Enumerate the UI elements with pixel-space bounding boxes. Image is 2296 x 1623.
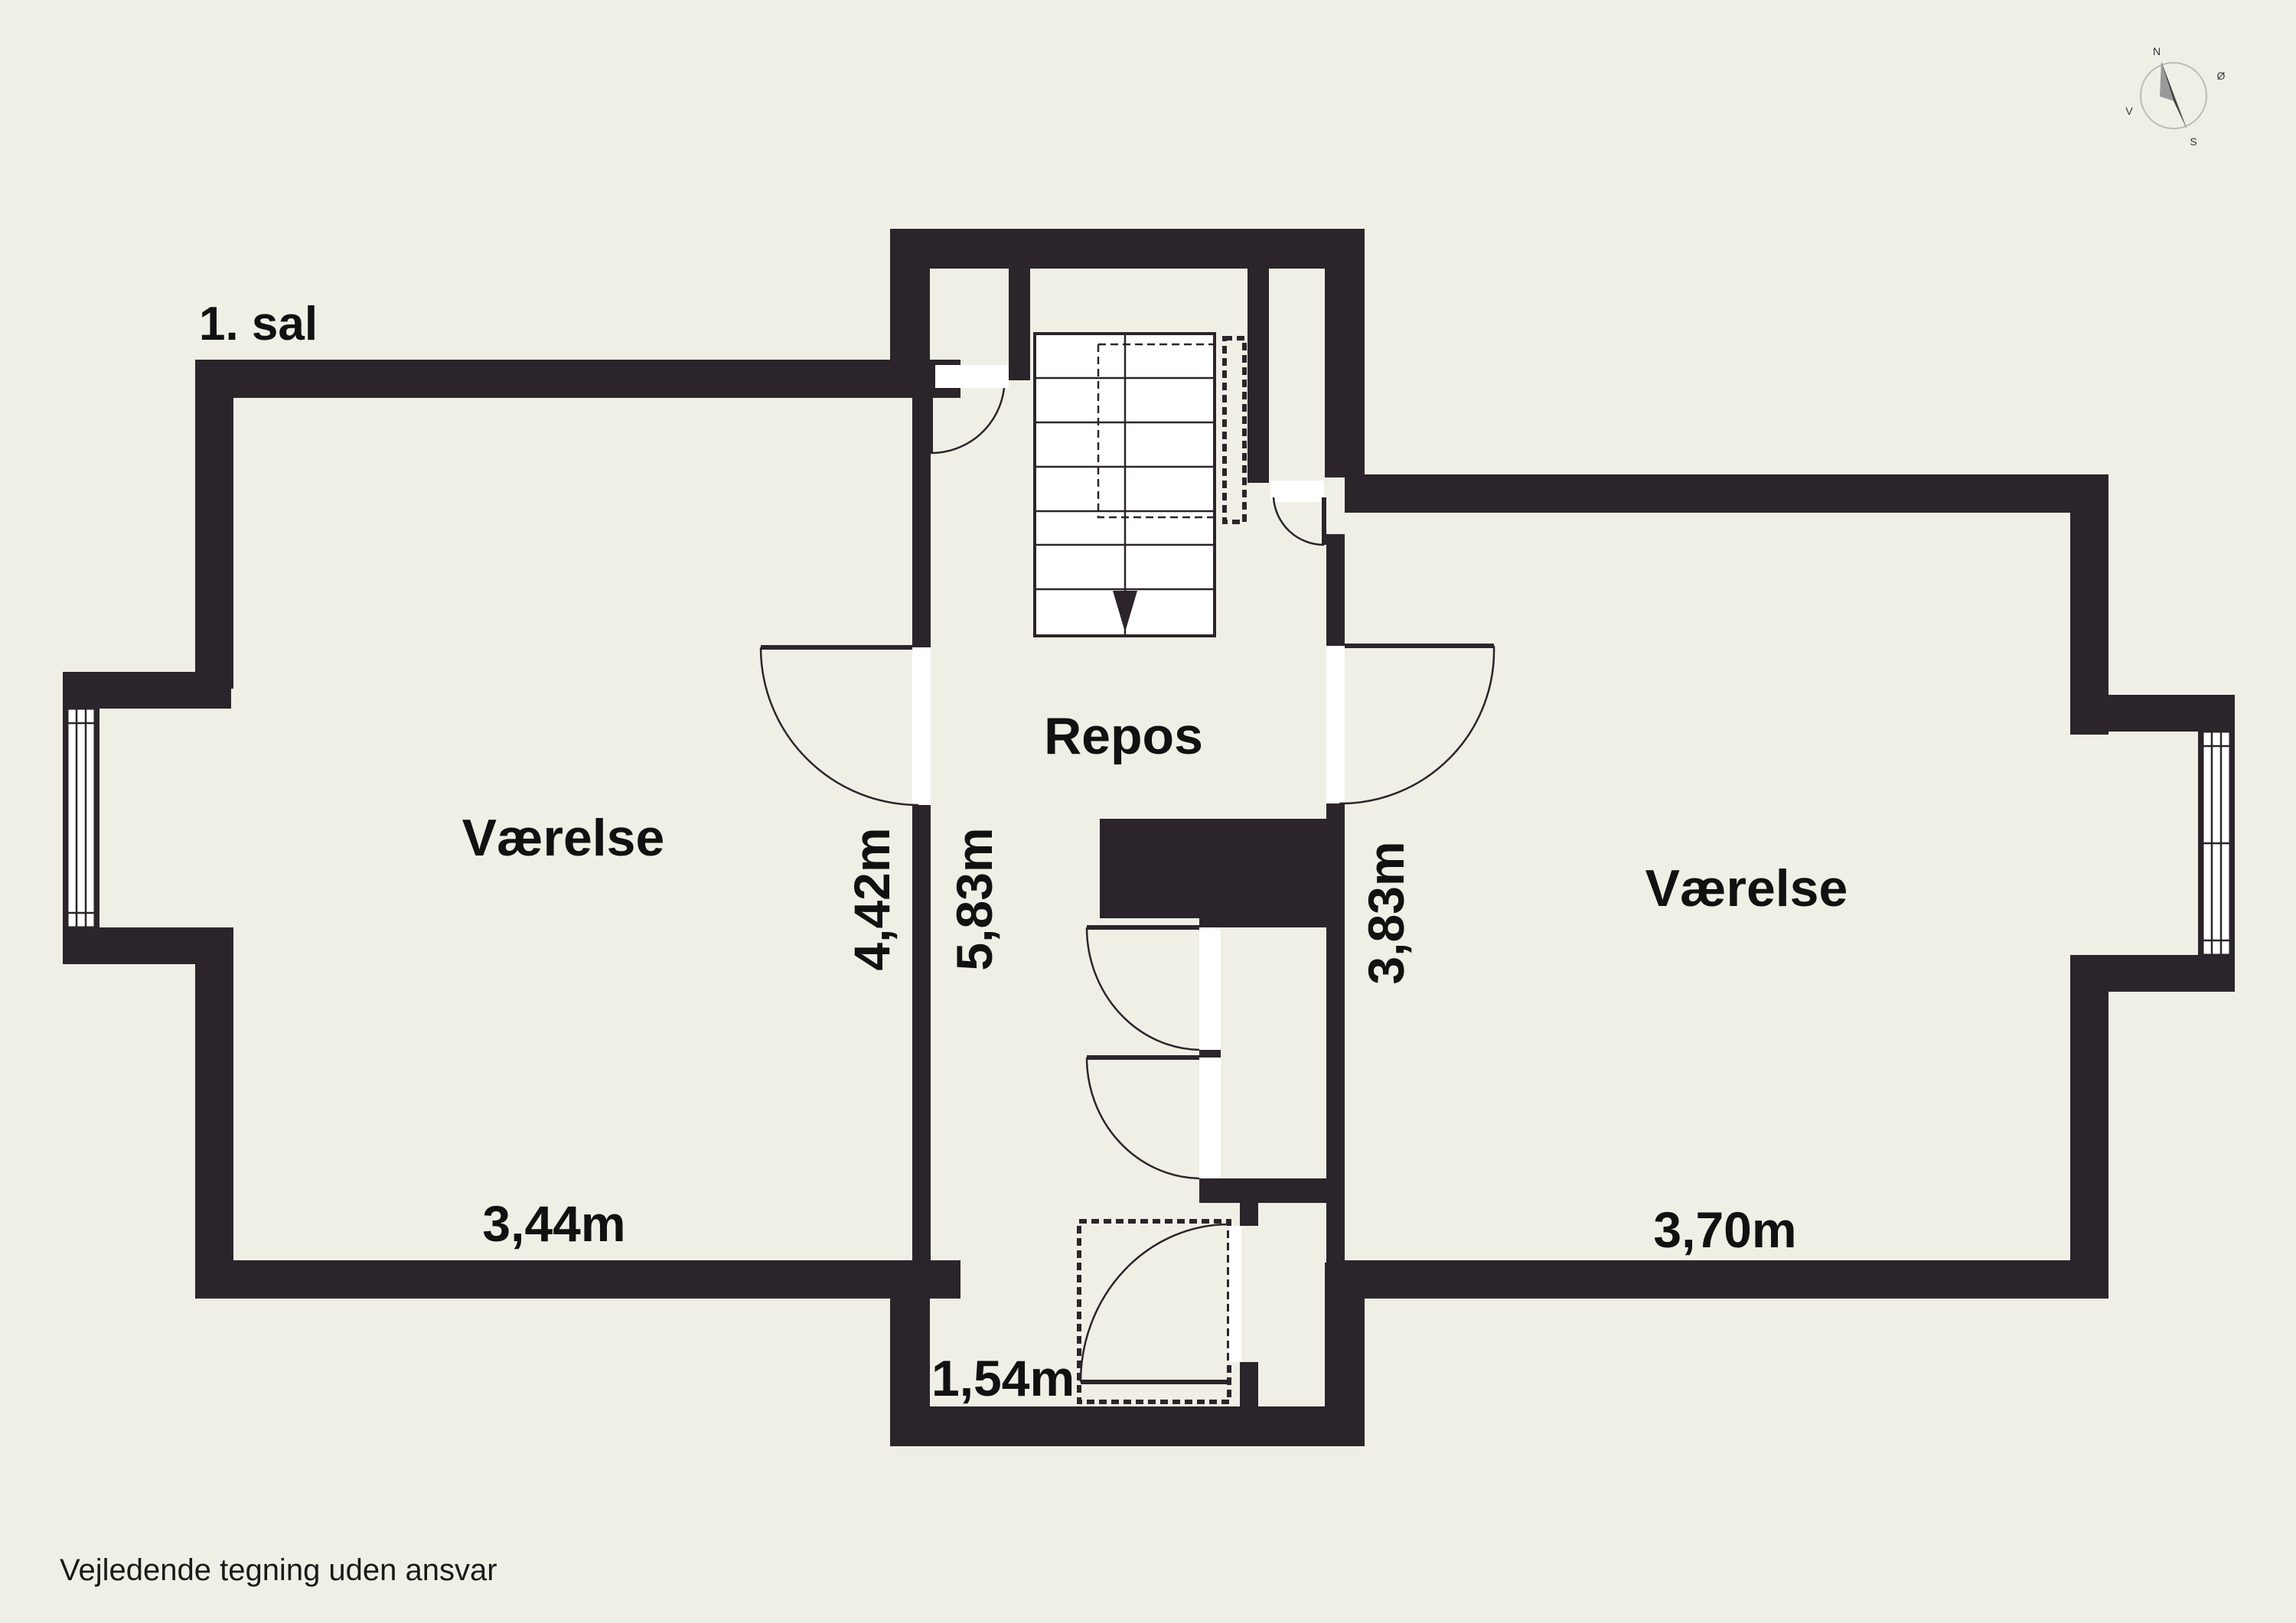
window-right xyxy=(2201,730,2232,957)
dim-bottom-small: 1,54m xyxy=(931,1350,1075,1406)
door-cupboard-upper xyxy=(1085,925,1221,1051)
compass-south: S xyxy=(2190,135,2197,148)
wall-right-outer-lower xyxy=(2070,955,2108,1299)
compass: N Ø S V xyxy=(2125,45,2225,148)
wall-left-bottom xyxy=(195,1260,960,1299)
wall-left-outer-lower xyxy=(195,927,233,1299)
compass-ring xyxy=(2140,62,2207,129)
compass-east: Ø xyxy=(2217,70,2226,82)
compass-west: V xyxy=(2125,105,2133,117)
compass-needle-icon xyxy=(2161,61,2187,130)
wall-center-top xyxy=(890,229,1365,269)
staircase xyxy=(1033,332,1247,637)
doors xyxy=(759,365,1495,1404)
wall-right-outer-upper xyxy=(2070,474,2108,735)
dim-center-height: 5,83m xyxy=(946,827,1003,970)
wall-closet-left xyxy=(1009,269,1030,380)
compass-north: N xyxy=(2153,45,2161,57)
floor-label: 1. sal xyxy=(199,298,318,350)
wall-partition-left xyxy=(912,398,931,647)
wall-partition-left-lower xyxy=(912,805,931,1264)
room-label-right: Værelse xyxy=(1645,859,1848,917)
wall-center-bottom xyxy=(890,1406,1365,1446)
wall-partition-right xyxy=(1326,534,1345,646)
disclaimer-text: Vejledende tegning uden ansvar xyxy=(60,1553,497,1587)
wall-partition-right-lower xyxy=(1326,803,1345,1263)
room-label-center: Repos xyxy=(1044,707,1203,765)
window-left xyxy=(66,707,96,929)
stair-direction-arrow xyxy=(1113,591,1137,632)
wall-right-top xyxy=(1345,474,2108,513)
wall-closet-bottom-stub xyxy=(1240,1203,1258,1226)
wall-left-outer-upper xyxy=(195,360,233,689)
dim-right-width: 3,70m xyxy=(1653,1201,1796,1258)
door-right-room xyxy=(1326,644,1495,805)
door-stair-closet-right xyxy=(1270,481,1326,546)
wall-closet-bottom-right xyxy=(1240,1362,1258,1408)
dim-left-width: 3,44m xyxy=(482,1195,625,1252)
door-cupboard-lower xyxy=(1085,1055,1221,1180)
windows xyxy=(66,707,2232,957)
labels: 1. sal Værelse Repos Værelse 3,44m 3,70m… xyxy=(199,298,1848,1406)
wall-left-top xyxy=(195,360,960,398)
wall-center-left-top xyxy=(890,229,930,367)
wall-closet-right xyxy=(1247,269,1269,483)
dim-left-height: 4,42m xyxy=(843,827,900,970)
wall-right-bottom xyxy=(1345,1260,2108,1299)
chimney-block xyxy=(1100,819,1326,918)
wall-center-right-top xyxy=(1325,229,1365,477)
door-left-room xyxy=(759,645,931,807)
dim-right-height: 3,83m xyxy=(1358,841,1414,984)
wall-cupboard-bottom xyxy=(1199,1178,1326,1203)
wall-cupboard-top xyxy=(1199,918,1326,927)
room-label-left: Værelse xyxy=(462,809,665,867)
door-bottom-hatch xyxy=(1077,1219,1241,1404)
door-stair-closet-left xyxy=(928,365,1009,455)
